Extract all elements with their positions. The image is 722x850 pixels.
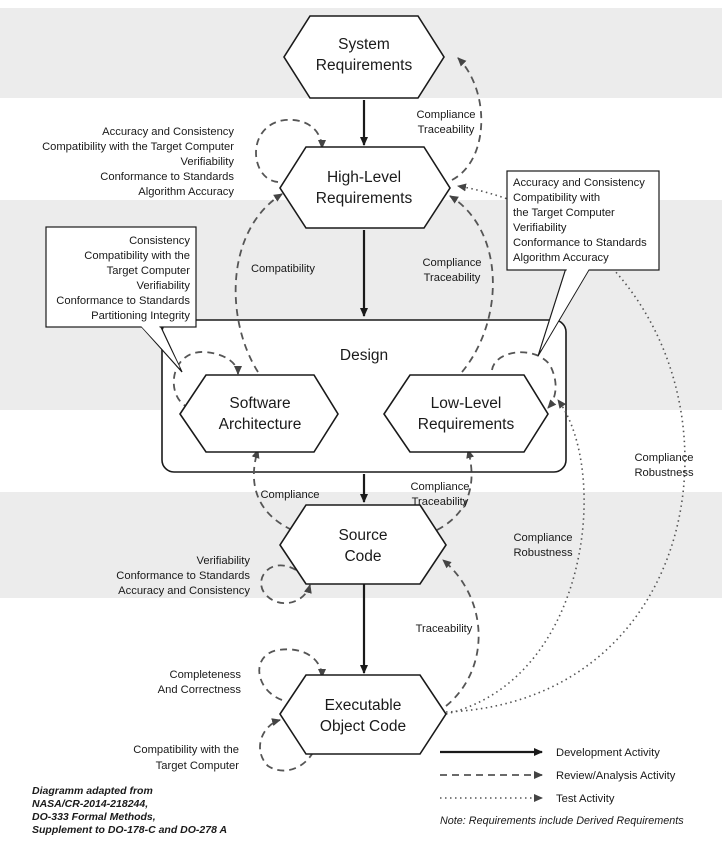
review-eoc-self-bottom <box>259 718 319 772</box>
llr-callout-line6: Algorithm Accuracy <box>513 252 609 264</box>
source-self-line1: Verifiability <box>197 555 251 567</box>
arch-callout-line6: Partitioning Integrity <box>91 310 190 322</box>
source-note-line1: Diagramm adapted from <box>32 785 153 797</box>
arch-callout-line2: Compatibility with the <box>84 250 190 262</box>
label-traceability: Traceability <box>416 623 473 635</box>
label-llr-hlr-1: Compliance <box>422 257 481 269</box>
review-arch-self <box>172 351 242 409</box>
eoc-line1: Executable <box>325 697 402 714</box>
label-hlr-system-2: Traceability <box>418 124 475 136</box>
arch-callout-line4: Verifiability <box>137 280 191 292</box>
llr-line1: Low-Level <box>431 395 502 412</box>
review-source-to-llr <box>436 449 475 531</box>
label-eoc-hlr-test-1: Compliance <box>634 452 693 464</box>
eoc-self-bottom-line2: Target Computer <box>156 760 240 772</box>
source-note-line3: DO-333 Formal Methods, <box>32 811 156 823</box>
arch-callout-line5: Conformance to Standards <box>56 295 190 307</box>
node-software-architecture <box>179 374 339 453</box>
eoc-self-top-line2: And Correctness <box>158 684 242 696</box>
node-executable-object-code <box>279 674 447 755</box>
hlr-self-review-line4: Conformance to Standards <box>100 171 234 183</box>
source-self-line3: Accuracy and Consistency <box>118 585 250 597</box>
source-line2: Code <box>344 548 381 565</box>
label-eoc-hlr-test-2: Robustness <box>634 467 693 479</box>
hlr-line1: High-Level <box>327 169 401 186</box>
review-hlr-to-system <box>451 57 483 181</box>
review-arch-to-hlr <box>234 193 283 373</box>
hlr-self-review-line3: Verifiability <box>181 156 235 168</box>
source-note-line4: Supplement to DO-178-C and DO-278 A <box>32 824 227 836</box>
system-requirements-line1: System <box>338 36 390 53</box>
label-llr-hlr-2: Traceability <box>424 272 481 284</box>
review-hlr-self <box>255 119 326 183</box>
eoc-line2: Object Code <box>320 718 406 735</box>
llr-callout-line2: Compatibility with <box>513 192 600 204</box>
label-compatibility: Compatibility <box>251 263 315 275</box>
llr-callout-line1: Accuracy and Consistency <box>513 177 645 189</box>
node-low-level-requirements <box>383 374 549 453</box>
hlr-self-review-line2: Compatibility with the Target Computer <box>42 141 234 153</box>
node-source-code <box>279 504 447 585</box>
arch-line1: Software <box>229 395 290 412</box>
legend-review-label: Review/Analysis Activity <box>556 770 676 782</box>
review-eoc-to-source <box>442 559 480 707</box>
hlr-self-review-line5: Algorithm Accuracy <box>138 186 234 198</box>
source-line1: Source <box>338 527 387 544</box>
source-note-line2: NASA/CR-2014-218244, <box>32 798 148 810</box>
label-eoc-llr-test-1: Compliance <box>513 532 572 544</box>
arch-callout-box <box>45 226 197 328</box>
node-high-level-requirements <box>279 146 451 229</box>
legend: Development Activity Review/Analysis Act… <box>440 747 684 827</box>
arch-line2: Architecture <box>219 416 302 433</box>
legend-test-label: Test Activity <box>556 793 615 805</box>
source-self-line2: Conformance to Standards <box>116 570 250 582</box>
llr-callout-line3: the Target Computer <box>513 207 615 219</box>
review-eoc-self-top <box>258 648 326 701</box>
llr-callout-line5: Conformance to Standards <box>513 237 647 249</box>
label-source-arch: Compliance <box>260 489 319 501</box>
design-title: Design <box>340 347 388 364</box>
arch-callout-line3: Target Computer <box>107 265 191 277</box>
llr-callout-line4: Verifiability <box>513 222 567 234</box>
review-llr-to-hlr <box>449 195 494 373</box>
hlr-line2: Requirements <box>316 190 413 207</box>
review-source-to-arch <box>251 449 293 531</box>
label-source-llr-2: Traceability <box>412 496 469 508</box>
label-source-llr-1: Compliance <box>410 481 469 493</box>
label-hlr-system-1: Compliance <box>416 109 475 121</box>
hlr-self-review-line1: Accuracy and Consistency <box>102 126 234 138</box>
label-hlr-self-review: Accuracy and Consistency Compatibility w… <box>42 126 234 198</box>
system-requirements-line2: Requirements <box>316 57 413 74</box>
arch-callout-line1: Consistency <box>129 235 190 247</box>
review-llr-self <box>491 351 557 409</box>
llr-line2: Requirements <box>418 416 515 433</box>
llr-callout-box <box>506 170 660 271</box>
legend-dev-label: Development Activity <box>556 747 660 759</box>
node-system-requirements <box>283 15 445 99</box>
eoc-self-bottom-line1: Compatibility with the <box>133 744 239 756</box>
source-note: Diagramm adapted from NASA/CR-2014-21824… <box>32 785 227 836</box>
label-eoc-llr-test-2: Robustness <box>513 547 572 559</box>
eoc-self-top-line1: Completeness <box>169 669 241 681</box>
legend-note: Note: Requirements include Derived Requi… <box>440 815 684 827</box>
